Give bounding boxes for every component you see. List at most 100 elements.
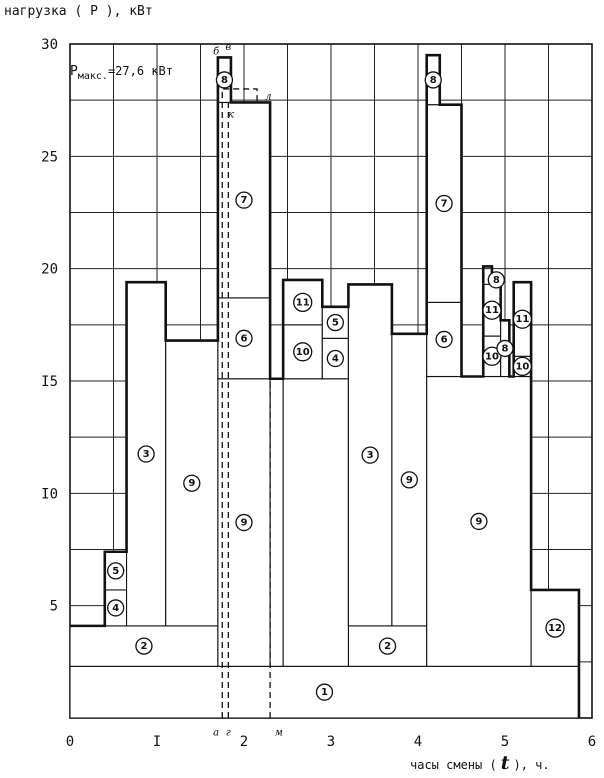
- block-label-number: 3: [367, 450, 374, 461]
- block-label-number: 3: [143, 449, 150, 460]
- block-label-circle: [183, 474, 201, 492]
- block-label-number: 9: [475, 516, 482, 527]
- block-label-number: 4: [332, 354, 339, 365]
- block-label-number: 1: [321, 687, 328, 698]
- block-label: 11: [293, 292, 313, 313]
- block-label: 10: [293, 342, 313, 362]
- block-label-circle: [470, 512, 488, 531]
- block-label: 5: [107, 562, 125, 580]
- block-label-circle: [326, 313, 345, 332]
- block-label: 9: [400, 471, 418, 489]
- block-label-number: 6: [441, 334, 448, 345]
- load-block: [282, 378, 349, 667]
- block-label-number: 8: [430, 75, 437, 86]
- block-label-number: 9: [241, 518, 248, 529]
- block-label: 10: [482, 346, 502, 366]
- block-label: 2: [135, 637, 153, 655]
- block-label: 5: [326, 313, 345, 332]
- block-label: 4: [326, 349, 345, 368]
- block-label-number: 11: [296, 297, 310, 308]
- block-label: 9: [235, 513, 253, 532]
- block-label-circle: [400, 471, 418, 489]
- block-label-circle: [545, 618, 565, 638]
- point-mark: а: [213, 727, 219, 738]
- block-label-circle: [135, 637, 153, 655]
- block-label: 11: [482, 300, 502, 320]
- block-label: 8: [496, 339, 514, 358]
- x-axis-unit: ), ч.: [513, 758, 549, 772]
- load-block: [269, 378, 284, 667]
- x-tick-label: 2: [240, 734, 248, 750]
- block-label-number: 9: [188, 478, 195, 489]
- block-label: 6: [235, 329, 253, 347]
- x-tick-label: 3: [327, 734, 335, 750]
- block-label: 7: [235, 191, 253, 209]
- point-mark: в: [225, 42, 231, 53]
- block-label: 8: [487, 271, 505, 289]
- dashed-path: [221, 88, 258, 718]
- x-tick-label: 6: [588, 734, 596, 750]
- block-label: 4: [107, 599, 125, 617]
- pmax-annotation: Рмакс.=27,6 кВт: [70, 64, 173, 82]
- y-tick-label: 30: [41, 37, 58, 53]
- block-label-number: 11: [515, 314, 529, 325]
- block-label-number: 7: [441, 199, 448, 210]
- block-label-number: 7: [241, 195, 248, 206]
- block-label-number: 10: [296, 347, 310, 358]
- point-mark: м: [275, 727, 283, 738]
- block-label-circle: [326, 349, 345, 368]
- block-label-number: 8: [221, 75, 228, 86]
- y-tick-label: I0: [41, 486, 58, 502]
- block-label-circle: [235, 513, 253, 532]
- pmax-value: =27,6 кВт: [108, 64, 173, 78]
- load-blocks: [69, 54, 580, 719]
- block-label-circle: [424, 71, 442, 89]
- block-label: 10: [512, 356, 533, 377]
- block-label-number: 8: [493, 275, 500, 286]
- block-label-circle: [215, 71, 234, 89]
- block-label: 11: [512, 309, 533, 329]
- block-label-circle: [293, 292, 313, 313]
- x-axis-label: часы смены (t), ч.: [410, 752, 550, 774]
- block-label-circle: [235, 191, 253, 209]
- block-label: 9: [470, 512, 488, 531]
- block-label: 3: [361, 446, 379, 464]
- x-tick-label: I: [153, 734, 161, 750]
- x-tick-label: 0: [66, 734, 74, 750]
- x-tick-label: 4: [414, 734, 422, 750]
- point-mark: г: [226, 727, 231, 738]
- block-label-number: 5: [112, 566, 119, 577]
- block-label-circle: [107, 599, 125, 617]
- block-label-number: 2: [140, 641, 147, 652]
- block-label: 8: [215, 71, 234, 89]
- block-label-number: 2: [384, 641, 391, 652]
- x-axis-label-main: часы смены (: [410, 758, 497, 772]
- block-label-circle: [361, 446, 379, 464]
- block-label-number: 9: [406, 475, 413, 486]
- block-label-circle: [496, 339, 514, 358]
- block-label-circle: [293, 342, 313, 362]
- block-label-number: 10: [485, 351, 499, 362]
- block-label-circle: [512, 309, 533, 329]
- y-tick-label: 5: [50, 599, 58, 615]
- y-axis-label: нагрузка ( Р ), кВт: [4, 4, 153, 19]
- point-mark: б: [213, 47, 220, 58]
- load-envelope: [70, 53, 581, 718]
- pmax-letter: Р: [70, 64, 78, 79]
- block-label-circle: [137, 445, 155, 463]
- block-label-circle: [235, 329, 253, 347]
- y-tick-label: 20: [41, 262, 58, 278]
- block-label-circle: [315, 683, 334, 701]
- block-label-circle: [435, 330, 453, 349]
- point-mark: л: [265, 92, 271, 103]
- y-tick-label: 25: [41, 149, 58, 165]
- block-label-number: 11: [485, 305, 499, 316]
- block-label-number: 6: [241, 333, 248, 344]
- x-tick-label: 5: [501, 734, 509, 750]
- y-tick-label: I5: [41, 374, 58, 390]
- block-label-number: 4: [112, 603, 119, 614]
